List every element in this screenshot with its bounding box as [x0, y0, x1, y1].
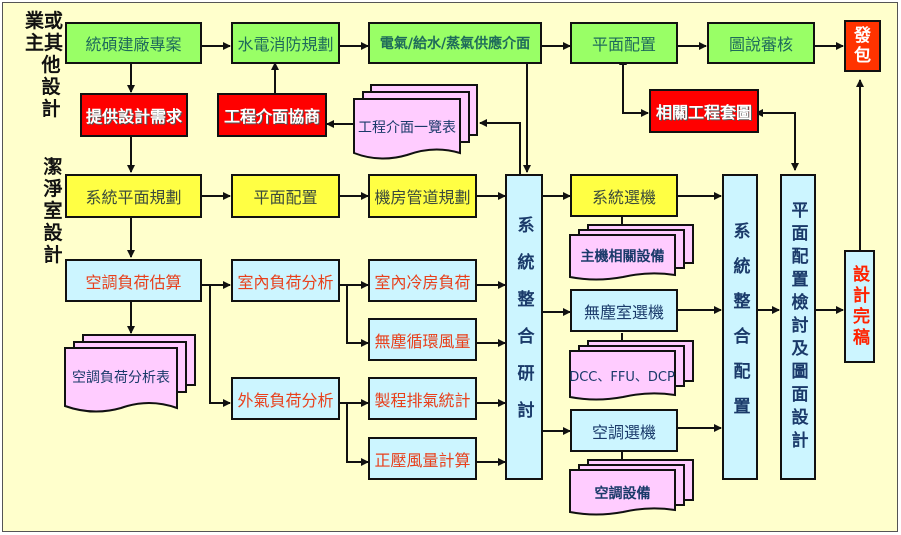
label-line: 業或: [24, 10, 63, 32]
doc-ac-equipment: [569, 459, 694, 516]
arrow-outdoor-to-pressure: [346, 403, 369, 466]
section-label-cleanroom-design: 潔 淨 室 設 計: [42, 156, 64, 266]
box-ac-selection: 空調選機: [570, 409, 678, 452]
doc-cleanroom-equipment-label: DCC、FFU、DCP: [569, 369, 675, 385]
doc-interface-list-label: 工程介面一覽表: [358, 120, 456, 136]
label-line: 設: [43, 222, 63, 244]
box-process-exhaust: 製程排氣統計: [368, 377, 477, 420]
label-line: 計: [43, 244, 63, 266]
section-label-other-design: 業或 主其 他 設 計: [24, 10, 64, 120]
arrow-overlay-layoutreview: [755, 109, 799, 171]
doc-ac-equipment-label: 空調設備: [594, 486, 651, 502]
box-layout-cleanroom: 平面配置: [231, 174, 340, 218]
label-line: 室: [43, 200, 63, 222]
box-drawing-review: 圖說審核: [707, 22, 815, 64]
box-utility-interface: 電氣/給水/蒸氣供應介面: [368, 22, 542, 64]
system-integration-config-text: 系統整合配置: [729, 222, 750, 432]
box-positive-pressure: 正壓風量計算: [368, 437, 477, 480]
doc-load-analysis-table-label: 空調負荷分析表: [72, 370, 170, 386]
box-indoor-cooling-load: 室內冷房負荷: [368, 259, 477, 302]
box-design-requirement: 提供設計需求: [80, 93, 188, 137]
label-line: 潔: [43, 156, 63, 178]
doc-main-equipment: [569, 224, 694, 281]
box-load-estimate: 空調負荷估算: [65, 259, 202, 302]
box-cleanroom-selection: 無塵室選機: [570, 289, 678, 332]
box-layout-top: 平面配置: [570, 22, 678, 64]
label-line: 設: [41, 76, 61, 98]
label-line: 主其: [24, 32, 63, 54]
label-line: 淨: [43, 178, 63, 200]
box-related-overlay: 相關工程套圖: [649, 89, 759, 133]
layout-review-design-text: 平面配置檢討及圖面設計: [787, 200, 808, 454]
box-system-layout-planning: 系統平面規劃: [65, 174, 202, 218]
box-system-selection: 系統選機: [570, 174, 678, 217]
tender-text: 發包: [854, 26, 871, 66]
arrow-layout-overlay: [619, 57, 649, 117]
box-system-integration-study: 系統整合研討: [505, 174, 543, 480]
box-interface-coordination: 工程介面協商: [217, 93, 327, 137]
box-layout-review-design: 平面配置檢討及圖面設計: [780, 174, 816, 480]
doc-main-equipment-label: 主機相關設備: [580, 249, 665, 265]
doc-interface-list: [353, 84, 478, 160]
box-system-integration-config: 系統整合配置: [722, 174, 758, 480]
box-outdoor-load-analysis: 外氣負荷分析: [231, 377, 340, 420]
box-dustfree-circulation: 無塵循環風量: [368, 318, 477, 361]
system-integration-study-text: 系統整合研討: [513, 216, 534, 438]
arrow-indoor-to-circulation: [346, 285, 369, 347]
arrow-load-to-outdoor: [209, 285, 231, 407]
box-mep-fire-planning: 水電消防規劃: [231, 22, 340, 64]
box-indoor-load-analysis: 室內負荷分析: [231, 259, 340, 302]
box-machine-room-piping: 機房管道規劃: [368, 174, 477, 218]
label-line: 他: [41, 54, 61, 76]
design-complete-text: 設計完稿: [849, 264, 869, 349]
doc-load-analysis-table: [64, 334, 196, 413]
arrow-integration-to-interfacelist: [479, 119, 521, 174]
label-line: 計: [41, 98, 61, 120]
doc-cleanroom-equipment: [569, 340, 694, 401]
box-project: 統碩建廠專案: [65, 22, 202, 64]
box-design-complete: 設計完稿: [844, 250, 875, 363]
box-tender: 發包: [844, 20, 881, 72]
